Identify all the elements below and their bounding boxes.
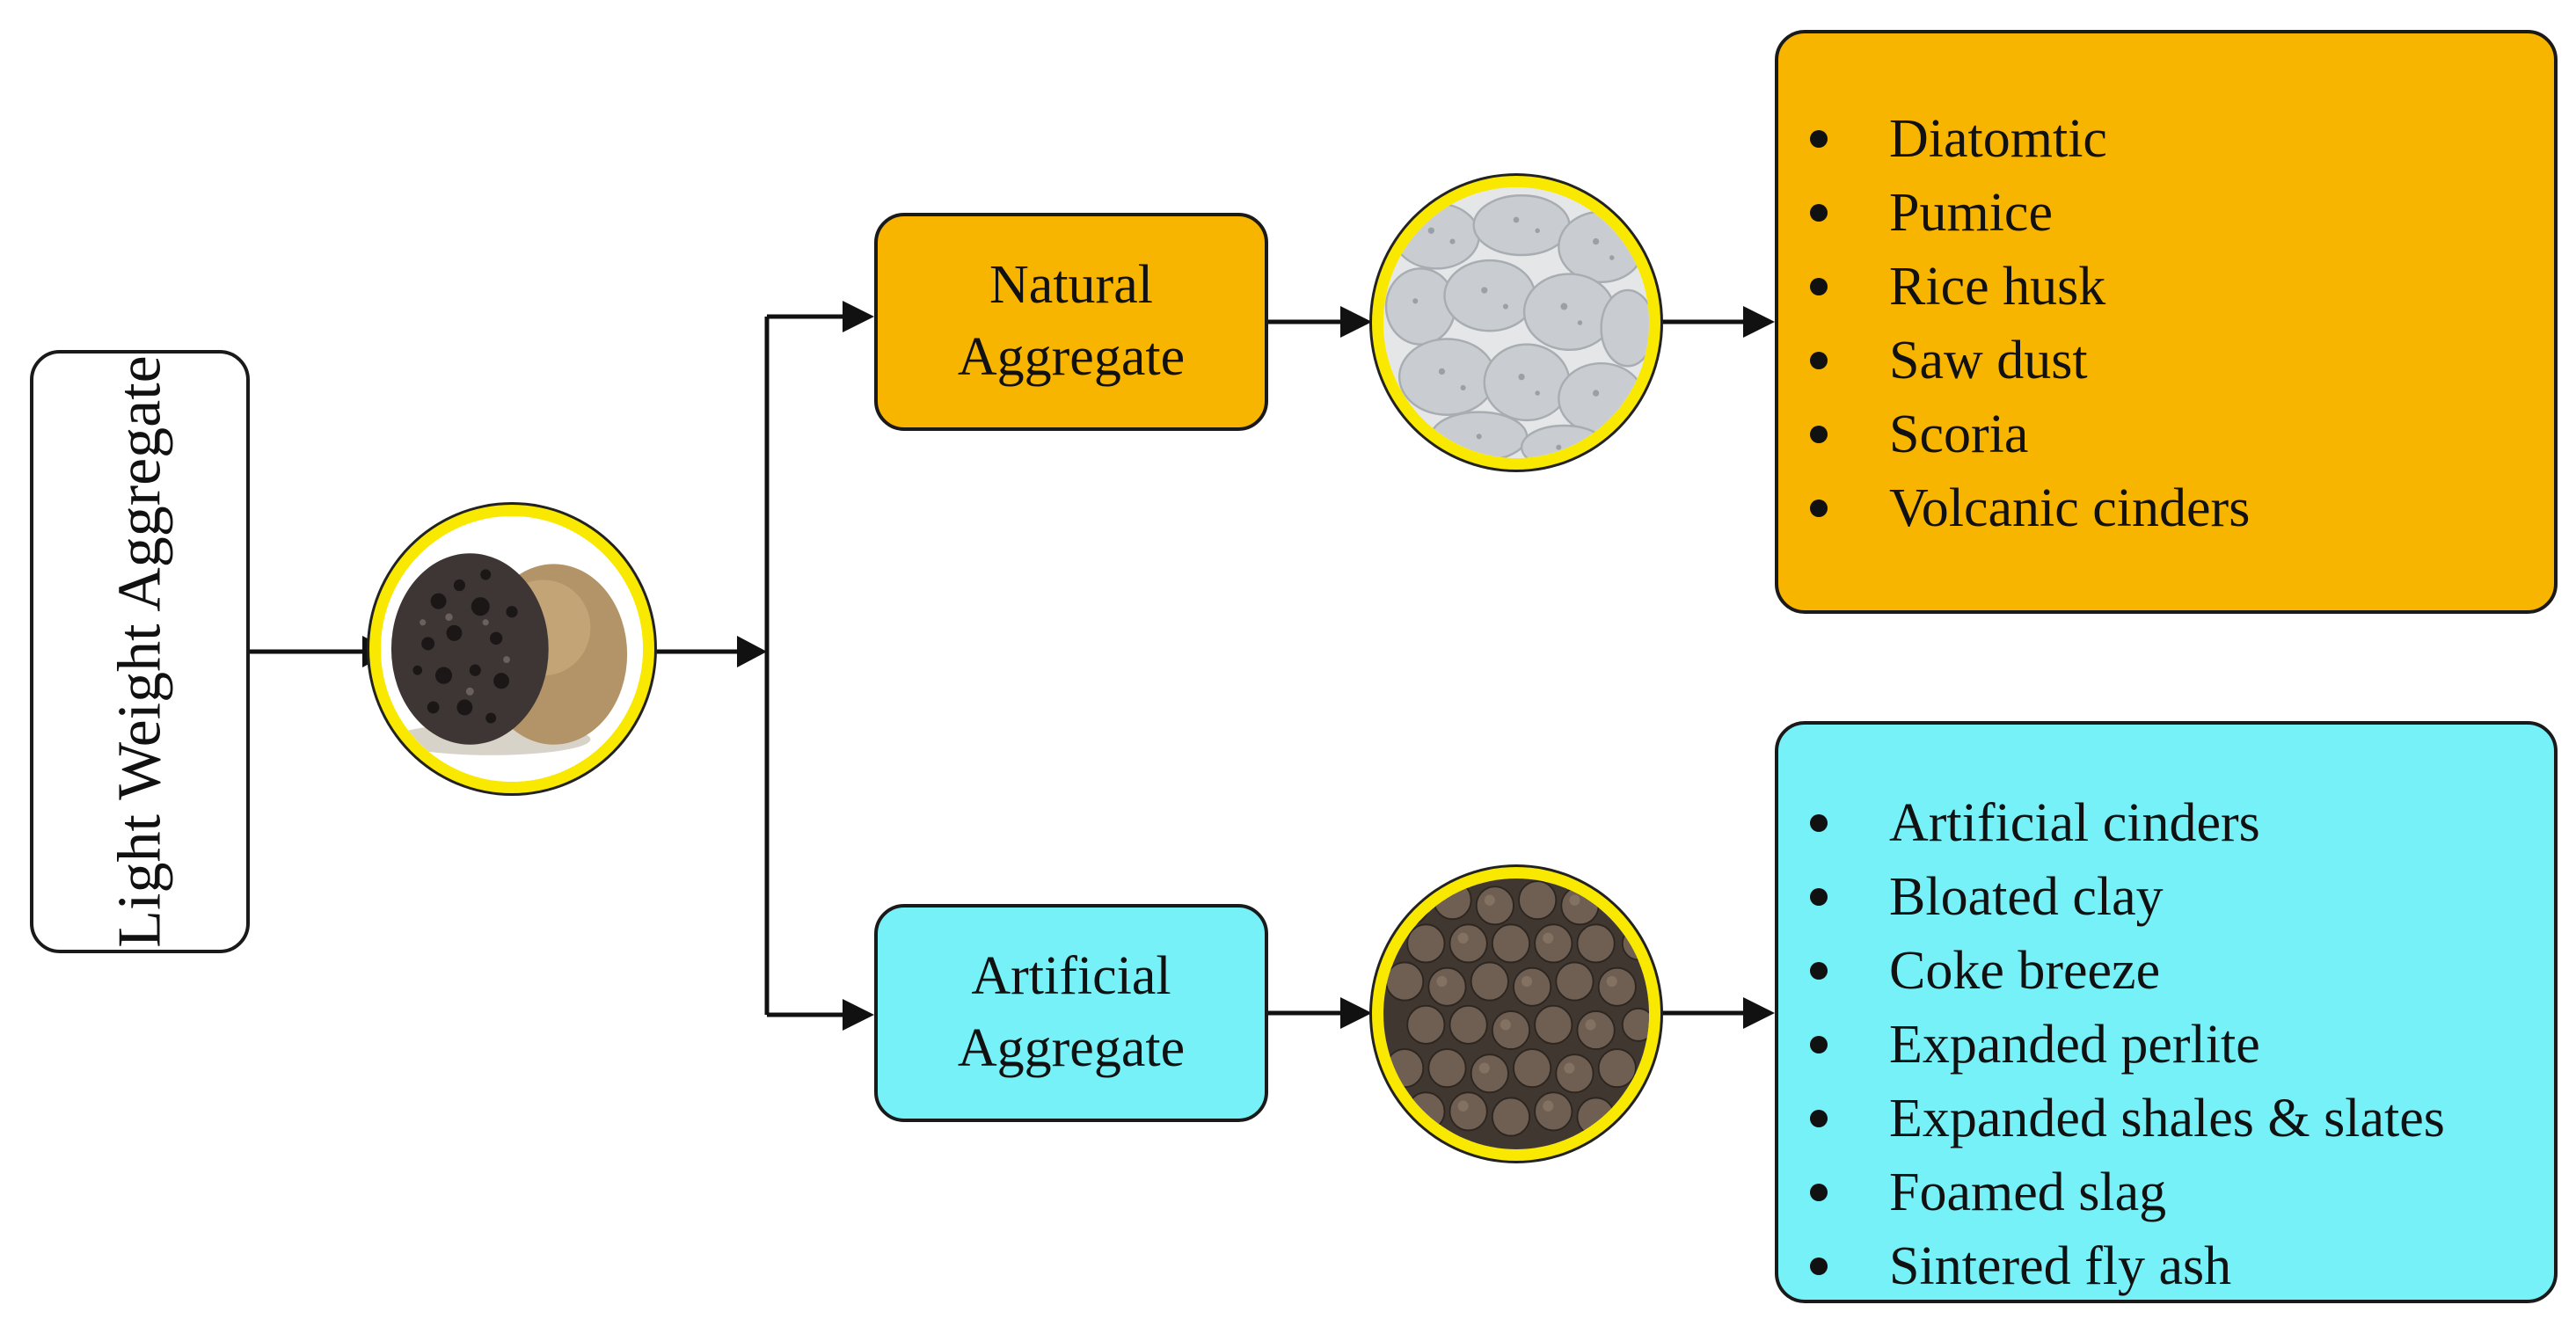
bullet-icon [1810,1036,1828,1053]
bullet-icon [1810,962,1828,980]
list-item-label: Artificial cinders [1889,793,2260,853]
bullet-icon [1810,130,1828,148]
list-item: Coke breeze [1778,934,2554,1008]
bullet-icon [1810,1184,1828,1201]
porous-rock-and-pebble-image [369,505,654,793]
arrowhead-natural-to-photo [1340,306,1372,338]
clay-pellets-image [1372,867,1660,1161]
bullet-icon [1810,499,1828,517]
list-item: Diatomtic [1778,102,2554,176]
list-item-label: Expanded shales & slates [1889,1089,2445,1148]
list-item: Artificial cinders [1778,786,2554,860]
list-item-label: Coke breeze [1889,941,2161,1001]
artificial-aggregate-label: Artificial Aggregate [878,941,1265,1085]
list-item-label: Foamed slag [1889,1163,2167,1222]
bullet-icon [1810,1110,1828,1127]
root-node-label: Light Weight Aggregate [106,355,174,948]
list-item: Expanded shales & slates [1778,1082,2554,1155]
list-item: Pumice [1778,176,2554,250]
arrowhead-natural-photo-to-list [1743,306,1775,338]
list-item-label: Saw dust [1889,331,2088,390]
list-item: Foamed slag [1778,1155,2554,1229]
list-item: Expanded perlite [1778,1008,2554,1082]
list-item-label: Diatomtic [1889,109,2107,169]
list-item-label: Scoria [1889,405,2029,464]
artificial-label-line-1: Artificial [971,946,1171,1007]
natural-label-line-2: Aggregate [957,327,1186,387]
bullet-icon [1810,278,1828,295]
bullet-icon [1810,352,1828,369]
list-item-label: Volcanic cinders [1889,478,2251,538]
artificial-examples-list: Artificial cinders Bloated clay Coke bre… [1778,786,2554,1303]
list-item-label: Rice husk [1889,257,2106,317]
bullet-icon [1810,426,1828,443]
arrowhead-artificial-photo-to-list [1743,997,1775,1029]
pumice-stones-image [1372,176,1660,470]
list-item: Scoria [1778,397,2554,471]
bullet-icon [1810,814,1828,832]
arrowhead-to-artificial [843,999,874,1031]
list-item: Sintered fly ash [1778,1229,2554,1303]
bullet-icon [1810,888,1828,906]
root-node-box: Light Weight Aggregate [30,350,250,953]
natural-aggregate-box: Natural Aggregate [874,213,1268,431]
list-item-label: Expanded perlite [1889,1015,2260,1075]
bullet-icon [1810,204,1828,222]
artificial-aggregate-box: Artificial Aggregate [874,904,1268,1122]
list-item: Saw dust [1778,324,2554,397]
arrowhead-to-natural [843,301,874,332]
list-item: Rice husk [1778,250,2554,324]
arrowhead-photo-to-split [737,636,767,667]
list-item: Volcanic cinders [1778,471,2554,545]
list-item-label: Pumice [1889,183,2053,243]
natural-examples-box: Diatomtic Pumice Rice husk Saw dust Scor… [1775,30,2558,614]
arrowhead-artificial-to-photo [1340,997,1372,1029]
list-item: Bloated clay [1778,860,2554,934]
natural-label-line-1: Natural [989,255,1153,316]
artificial-examples-box: Artificial cinders Bloated clay Coke bre… [1775,721,2558,1303]
bullet-icon [1810,1257,1828,1275]
natural-aggregate-label: Natural Aggregate [878,250,1265,394]
natural-examples-list: Diatomtic Pumice Rice husk Saw dust Scor… [1778,102,2554,545]
list-item-label: Sintered fly ash [1889,1236,2232,1296]
list-item-label: Bloated clay [1889,867,2164,927]
artificial-label-line-2: Aggregate [957,1018,1186,1078]
